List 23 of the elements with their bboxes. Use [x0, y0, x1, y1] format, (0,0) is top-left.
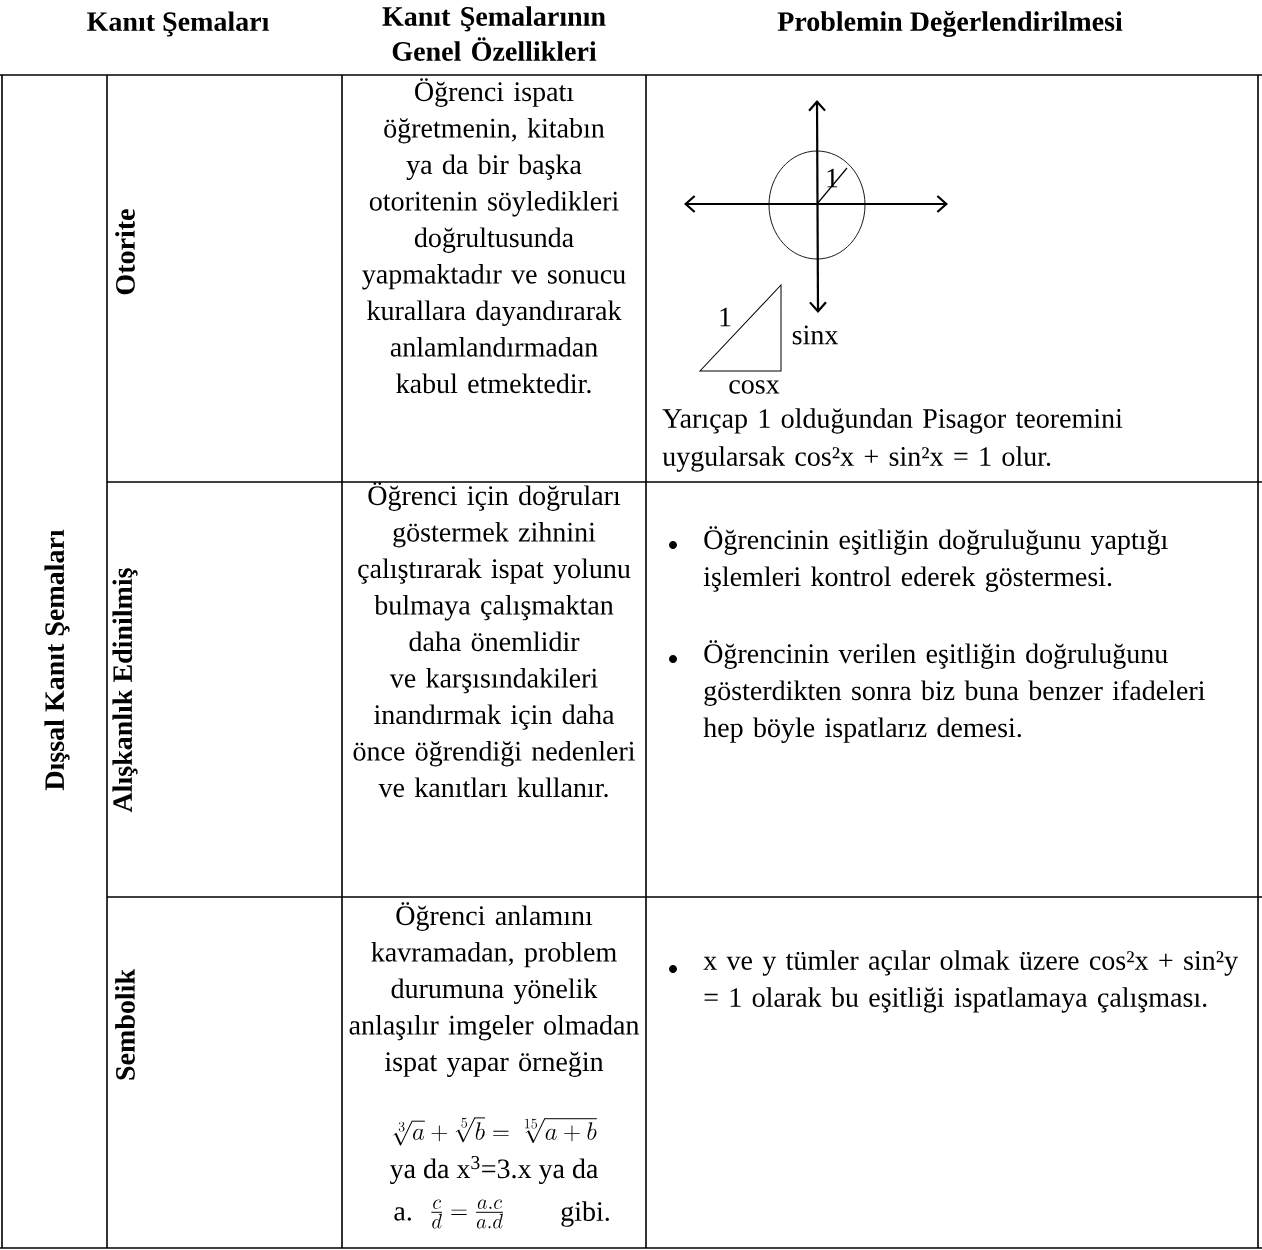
description-text: Öğrenci ispatı öğretmenin, kitabın ya da bir başka otoritenin söyledikleri doğrultusunda yapmaktadır ve sonucu kurallara dayandırarak anlamlandırmadan kabul etmektedir. [362, 78, 626, 394]
explanation-text: Yarıçap 1 olduğundan Pisagor teoremini uygularsak cos²x + sin²x = 1 olur. [662, 408, 1123, 472]
column-header: Kanıt Şemalarının Genel Özellikleri [382, 6, 606, 61]
column-header: Problemin Değerlendirilmesi [777, 11, 1123, 37]
drawing-label: sinx [792, 325, 838, 345]
drawing-label: 1 [720, 307, 731, 327]
bullet-item: Öğrencinin verilen eşitliğin doğruluğunu gösterdikten sonra biz buna benzer ifadeleri hep böyle ispatlarız demesi. [669, 640, 1205, 743]
bullet-item: x ve y tümler açılar olmak üzere cos²x + sin²y = 1 olarak bu eşitliği ispatlamaya çalışması. [669, 950, 1238, 1013]
description-text: a. [394, 1207, 411, 1221]
row-header: Alışkanlık Edinilmiş [112, 568, 138, 813]
row-header: Dışsal Kanıt Şemaları [44, 529, 70, 791]
formula: $\sqrt[3]{a}+\sqrt[5]{b}=\sqrt[15]{a+b}$ [393, 1117, 597, 1146]
drawing-label: cosx [729, 380, 780, 394]
description-text: gibi. [561, 1201, 609, 1227]
description-text: Öğrenci anlamını kavramadan, problem durumuna yönelik anlaşılır imgeler olmadan ispat yapar örneğin [349, 902, 639, 1077]
drawing-label: 1 [827, 168, 838, 188]
description-text: Öğrenci için doğruları göstermek zihnini çalıştırarak ispat yolunu bulmaya çalışmaktan daha önemlidir ve karşısındakileri inandırmak için daha önce öğrendiği nedenleri ve kanıtları kullanır. [353, 482, 635, 798]
formula: $\frac{c}{d}=\frac{a.c}{a.d}$ [431, 1199, 503, 1229]
bullet-item: Öğrencinin eşitliğin doğruluğunu yaptığı işlemleri kontrol ederek göstermesi. [669, 526, 1168, 592]
row-header: Otorite [115, 209, 135, 295]
column-header: Kanıt Şemaları [87, 11, 269, 37]
row-header: Sembolik [115, 969, 135, 1080]
description-text: ya da x$^{3}$=3.x ya da [389, 1155, 598, 1184]
